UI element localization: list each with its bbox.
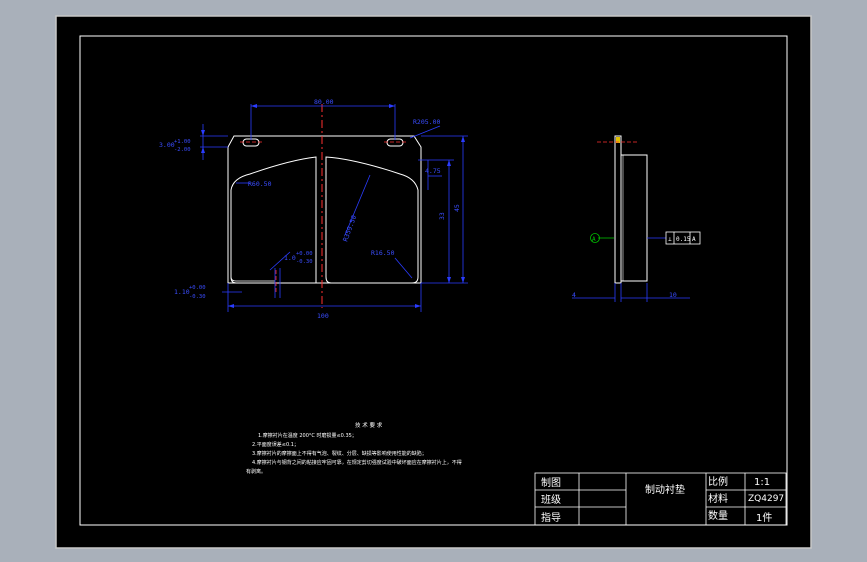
lining-left (230, 156, 317, 284)
scale-label: 比例 (708, 475, 728, 488)
quantity-label: 数量 (708, 509, 728, 522)
dim-bottom-width: 100 (317, 312, 329, 320)
title-block (534, 472, 787, 526)
notes-line-4: 4.摩擦衬片与钢背之间的粘接应牢固可靠，在规定剪切强度试验中破坏面应在摩擦衬片上… (252, 459, 462, 466)
dim-offset-prefix: 3.00 (159, 141, 175, 149)
arrow (228, 304, 234, 308)
lining-inner-left (230, 276, 275, 282)
arrow (201, 147, 205, 153)
technical-notes: 技 术 要 求 1.摩擦衬片在温度 200°C 时磨损量≤0.35； 2.平面度… (246, 421, 462, 475)
leader-curve-radius (344, 174, 371, 236)
dim-side-right: 10 (669, 291, 677, 299)
datum-label: A (592, 236, 596, 243)
material-value: ZQ4297 (748, 494, 784, 504)
dim-top-width: 80.00 (314, 98, 334, 106)
tolerance-value: 0.15 (676, 236, 691, 243)
title-block-border (534, 472, 787, 526)
dim-slot-prefix: 1.0 (284, 254, 296, 262)
title-block-row2: 班级 (541, 494, 561, 506)
dim-offset-bottom: -2.00 (174, 147, 191, 153)
arrow (389, 104, 395, 108)
arrow (461, 136, 465, 142)
arrow (461, 277, 465, 283)
dim-offset-top: +1.00 (174, 139, 191, 145)
part-name: 制动衬垫 (645, 483, 685, 496)
arrow (251, 104, 257, 108)
title-block-row1: 制图 (541, 476, 561, 489)
tolerance-symbol: ⊥ (668, 236, 672, 243)
notes-line-2: 2.平面度误差≤0.1； (252, 441, 299, 448)
arrow (447, 277, 451, 283)
title-block-texts: 制图 班级 指导 制动衬垫 比例 1:1 材料 ZQ4297 数量 1件 (541, 475, 784, 524)
side-view: A ⊥ 0.15 A 4 10 (572, 135, 701, 302)
dimension-arrows (201, 104, 465, 308)
dim-inner-height: 33 (438, 212, 446, 220)
leader-slot (269, 251, 291, 271)
arrow (415, 304, 421, 308)
arrow (201, 130, 205, 136)
dim-slot-tol-bottom: -0.30 (296, 259, 313, 265)
dim-gap-tol-bottom: -0.30 (189, 294, 206, 300)
leader-corner-right (394, 257, 413, 279)
leader-hole-radius (409, 125, 441, 139)
notes-title: 技 术 要 求 (355, 421, 383, 429)
dim-gap-tol-top: +0.00 (189, 285, 206, 291)
dim-small-height: 4.75 (425, 167, 441, 175)
tolerance-datum: A (692, 236, 696, 243)
dim-gap-prefix: 1.10 (174, 288, 190, 296)
tolerance-frame (665, 231, 701, 245)
notes-line-5: 有剥离。 (246, 468, 266, 475)
notes-line-3: 3.摩擦衬片的摩擦面上不得有气泡、裂纹、分层、缺损等影响使用性能的缺陷； (252, 450, 427, 457)
dim-total-height: 45 (453, 204, 461, 212)
dim-side-left: 4 (572, 291, 576, 299)
side-dimensions (572, 283, 690, 302)
dim-slot-tol-top: +0.00 (296, 251, 313, 257)
title-block-row3: 指导 (541, 511, 561, 524)
arrow (447, 160, 451, 166)
dim-hole-radius: R205.00 (413, 118, 440, 126)
lining-right (325, 156, 419, 284)
quantity-value: 1件 (756, 512, 772, 524)
side-hole-mark (616, 137, 620, 143)
drawing-frame (79, 35, 788, 526)
tolerance-box (665, 231, 701, 245)
dim-corner-right: R16.50 (371, 249, 395, 257)
friction-lining (620, 154, 648, 282)
scale-value: 1:1 (754, 477, 770, 488)
drawing-sheet (55, 15, 812, 549)
datum-symbol (590, 233, 600, 243)
front-view-dimensions (200, 104, 468, 312)
material-label: 材料 (708, 492, 728, 505)
notes-line-1: 1.摩擦衬片在温度 200°C 时磨损量≤0.35； (258, 432, 357, 439)
dim-corner-left: R60.50 (248, 180, 272, 188)
